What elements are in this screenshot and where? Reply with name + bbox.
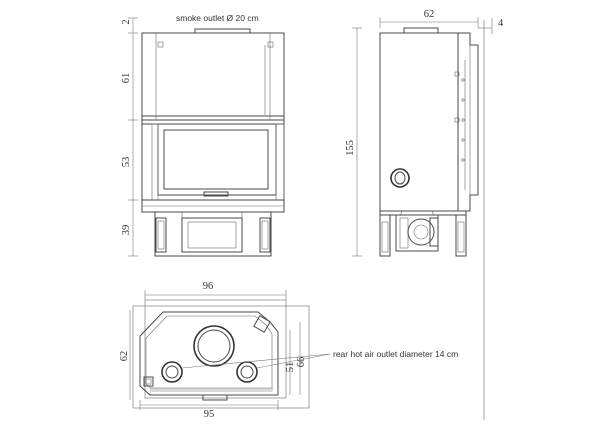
dim-front-upper: 61 (121, 73, 132, 84)
dim-inner-b: 66 (296, 357, 307, 368)
dim-bottom-width: 95 (204, 409, 215, 420)
rear-hot-air-note: rear hot air outlet diameter 14 cm (333, 349, 458, 359)
dim-inner-a: 51 (285, 362, 296, 373)
dim-side-depth: 62 (424, 9, 435, 20)
dim-top-depth: 62 (119, 351, 130, 362)
dim-side-offset: 4 (498, 18, 504, 29)
top-view: 96 62 95 51 66 (119, 281, 331, 420)
dim-side-height: 155 (345, 140, 356, 156)
front-view: 2 61 53 39 (121, 17, 285, 257)
smoke-outlet-note: smoke outlet Ø 20 cm (176, 13, 259, 23)
dim-front-top: 2 (121, 19, 132, 24)
dim-front-middle: 53 (121, 157, 132, 168)
dim-top-width: 96 (203, 281, 214, 292)
dim-front-bottom: 39 (121, 225, 132, 236)
side-view: 62 4 155 (345, 9, 504, 257)
